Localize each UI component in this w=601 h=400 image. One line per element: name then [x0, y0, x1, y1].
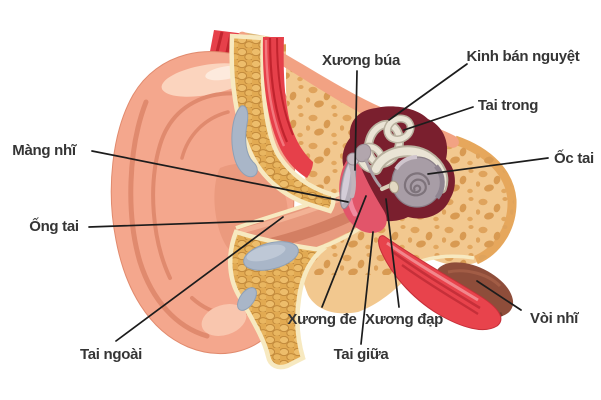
leader-line-mang-nhi — [91, 150, 349, 203]
leader-line-oc-tai — [427, 157, 549, 175]
label-oc-tai: Ốc tai — [554, 149, 594, 167]
helix-fold — [128, 99, 210, 339]
leader-line-kinh-ban-nguyet — [388, 63, 468, 121]
leader-line-tai-giua — [360, 231, 374, 345]
eustachian-tube — [378, 235, 514, 331]
oval-window — [388, 180, 400, 194]
label-mang-nhi: Màng nhĩ — [12, 142, 77, 159]
label-tai-giua: Tai giữa — [334, 346, 390, 363]
label-ong-tai: Ống tai — [29, 217, 79, 235]
bony-labyrinth — [356, 114, 449, 208]
earlobe-highlight — [201, 304, 247, 336]
label-xuong-dap: Xương đạp — [365, 311, 443, 328]
antihelix-fold — [151, 91, 252, 280]
leader-line-voi-nhi — [476, 280, 522, 311]
label-xuong-bua: Xương búa — [322, 52, 401, 69]
cartilage-upper — [231, 105, 258, 178]
leader-line-xuong-bua — [354, 70, 358, 171]
labels: Xương búa Kinh bán nguyệt Tai trong Ốc t… — [12, 48, 594, 363]
label-tai-ngoai: Tai ngoài — [80, 346, 142, 363]
cochlea-spiral — [403, 172, 431, 197]
leader-line-tai-trong — [403, 106, 474, 131]
leader-lines — [88, 63, 549, 345]
muscle-band — [262, 37, 313, 178]
malleus — [348, 162, 357, 199]
cartilage-lobe — [237, 287, 257, 311]
semicircular-canal-2 — [384, 116, 414, 142]
label-kinh-ban-nguyet: Kinh bán nguyệt — [467, 48, 580, 65]
leader-line-tai-ngoai — [115, 216, 284, 342]
label-xuong-de: Xương đe — [287, 311, 356, 328]
subcutaneous-fat — [228, 33, 336, 370]
label-tai-trong: Tai trong — [478, 97, 538, 114]
eardrum-and-ossicles — [339, 143, 400, 210]
leader-line-ong-tai — [88, 220, 264, 228]
label-voi-nhi: Vòi nhĩ — [530, 310, 579, 327]
leader-line-xuong-dap — [385, 198, 400, 308]
leader-line-xuong-de — [321, 195, 367, 308]
